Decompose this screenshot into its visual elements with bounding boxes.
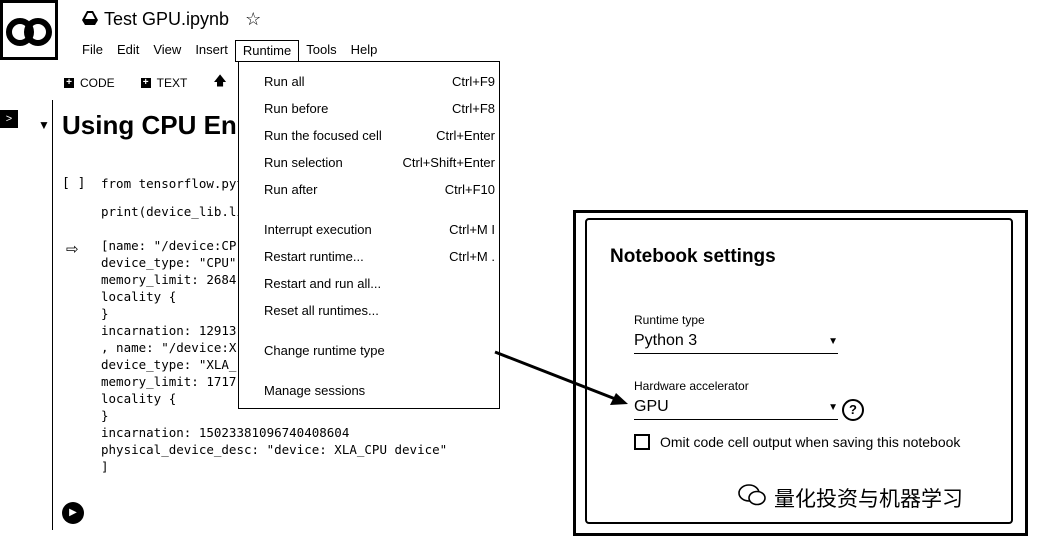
menu-item-label: Change runtime type — [264, 343, 385, 358]
watermark-text: 量化投资与机器学习 — [774, 488, 963, 511]
output-line: } — [101, 306, 109, 321]
menu-item-restart-run-all[interactable]: Restart and run all... — [264, 276, 495, 291]
output-line: [name: "/device:CP — [101, 238, 237, 253]
menu-item-label: Run all — [264, 74, 305, 89]
wechat-icon — [738, 483, 766, 513]
menu-help[interactable]: Help — [350, 42, 378, 57]
runtime-type-value: Python 3 — [634, 332, 698, 349]
hardware-accelerator-value: GPU — [634, 398, 669, 415]
arrow-up-icon[interactable]: 🡅 — [213, 73, 227, 88]
help-icon[interactable]: ? — [842, 399, 864, 421]
dialog-title: Notebook settings — [610, 246, 776, 267]
toolbar: + CODE + TEXT 🡅 — [64, 72, 227, 94]
add-code-button[interactable]: + CODE — [64, 76, 115, 90]
drive-icon[interactable] — [82, 9, 98, 30]
watermark: 量化投资与机器学习 — [738, 483, 963, 513]
add-text-label: TEXT — [156, 76, 188, 90]
hardware-accelerator-select[interactable]: GPU ▼ — [634, 398, 838, 420]
menu-item-label: Restart and run all... — [264, 276, 382, 291]
menu-item-shortcut: Ctrl+Enter — [436, 128, 495, 143]
menu-item-shortcut: Ctrl+F9 — [452, 74, 495, 89]
code-line[interactable]: from tensorflow.pyt — [101, 176, 244, 191]
cell-divider — [52, 100, 53, 530]
add-text-button[interactable]: + TEXT — [140, 76, 188, 90]
file-title[interactable]: Test GPU.ipynb — [104, 9, 230, 29]
code-line[interactable]: print(device_lib.li — [101, 204, 244, 219]
menu-item-change-runtime-type[interactable]: Change runtime type — [264, 343, 495, 358]
file-title-bar: Test GPU.ipynb ☆ — [82, 9, 261, 30]
chevron-down-icon[interactable]: ▼ — [38, 118, 50, 132]
menu-item-run-after[interactable]: Run after Ctrl+F10 — [264, 182, 495, 197]
output-line: device_type: "CPU" — [101, 255, 237, 270]
runtime-type-select[interactable]: Python 3 ▼ — [634, 332, 838, 354]
output-line: incarnation: 15023381096740408604 — [101, 425, 350, 440]
menu-bar: File Edit View Insert Runtime Tools Help — [82, 40, 384, 62]
menu-item-label: Manage sessions — [264, 383, 366, 398]
menu-item-reset-runtimes[interactable]: Reset all runtimes... — [264, 303, 495, 318]
output-icon[interactable]: ⇨ — [66, 241, 79, 258]
menu-item-run-all[interactable]: Run all Ctrl+F9 — [264, 74, 495, 89]
output-line: , name: "/device:X — [101, 340, 237, 355]
plus-icon: + — [140, 78, 151, 88]
omit-output-label: Omit code cell output when saving this n… — [660, 434, 961, 450]
output-line: physical_device_desc: "device: XLA_CPU d… — [101, 442, 448, 457]
output-line: incarnation: 12913 — [101, 323, 237, 338]
sidebar-toggle-icon[interactable]: > — [0, 110, 18, 128]
menu-runtime[interactable]: Runtime — [234, 40, 300, 62]
omit-output-checkbox[interactable] — [634, 434, 650, 450]
runtime-type-label: Runtime type — [634, 313, 705, 327]
caret-down-icon: ▼ — [828, 402, 838, 413]
menu-item-label: Run selection — [264, 155, 343, 170]
menu-item-interrupt[interactable]: Interrupt execution Ctrl+M I — [264, 222, 495, 237]
output-line: memory_limit: 1717 — [101, 374, 237, 389]
menu-item-label: Restart runtime... — [264, 249, 364, 264]
menu-view[interactable]: View — [153, 42, 182, 57]
menu-item-label: Run before — [264, 101, 329, 116]
menu-item-shortcut: Ctrl+F10 — [444, 182, 495, 197]
menu-item-label: Run after — [264, 182, 318, 197]
hardware-accelerator-label: Hardware accelerator — [634, 379, 749, 393]
menu-item-label: Run the focused cell — [264, 128, 382, 143]
output-line: } — [101, 408, 109, 423]
notebook-settings-dialog — [585, 218, 1013, 524]
menu-file[interactable]: File — [82, 42, 103, 57]
output-line: locality { — [101, 391, 177, 406]
caret-down-icon: ▼ — [828, 336, 838, 347]
menu-tools[interactable]: Tools — [306, 42, 337, 57]
menu-item-shortcut: Ctrl+Shift+Enter — [402, 155, 496, 170]
output-line: ] — [101, 459, 109, 474]
add-code-label: CODE — [80, 76, 115, 90]
menu-item-label: Interrupt execution — [264, 222, 372, 237]
run-cell-icon[interactable]: ▶ — [62, 502, 84, 524]
runtime-menu: Run all Ctrl+F9 Run before Ctrl+F8 Run t… — [238, 61, 500, 409]
menu-item-run-before[interactable]: Run before Ctrl+F8 — [264, 101, 495, 116]
menu-item-shortcut: Ctrl+M I — [449, 222, 495, 237]
menu-item-run-focused-cell[interactable]: Run the focused cell Ctrl+Enter — [264, 128, 495, 143]
output-line: device_type: "XLA_ — [101, 357, 237, 372]
menu-item-label: Reset all runtimes... — [264, 303, 379, 318]
menu-edit[interactable]: Edit — [116, 42, 140, 57]
menu-item-shortcut: Ctrl+M . — [449, 249, 495, 264]
menu-item-run-selection[interactable]: Run selection Ctrl+Shift+Enter — [264, 155, 495, 170]
output-line: memory_limit: 2684 — [101, 272, 237, 287]
menu-insert[interactable]: Insert — [195, 42, 228, 57]
menu-item-manage-sessions[interactable]: Manage sessions — [264, 383, 495, 398]
star-icon[interactable]: ☆ — [245, 9, 262, 29]
colab-logo-icon[interactable] — [0, 0, 58, 60]
menu-item-shortcut: Ctrl+F8 — [452, 101, 495, 116]
cell-run-bracket[interactable]: [ ] — [62, 176, 86, 191]
section-heading: Using CPU En — [62, 110, 237, 140]
plus-icon: + — [64, 78, 74, 88]
menu-item-restart-runtime[interactable]: Restart runtime... Ctrl+M . — [264, 249, 495, 264]
output-line: locality { — [101, 289, 177, 304]
